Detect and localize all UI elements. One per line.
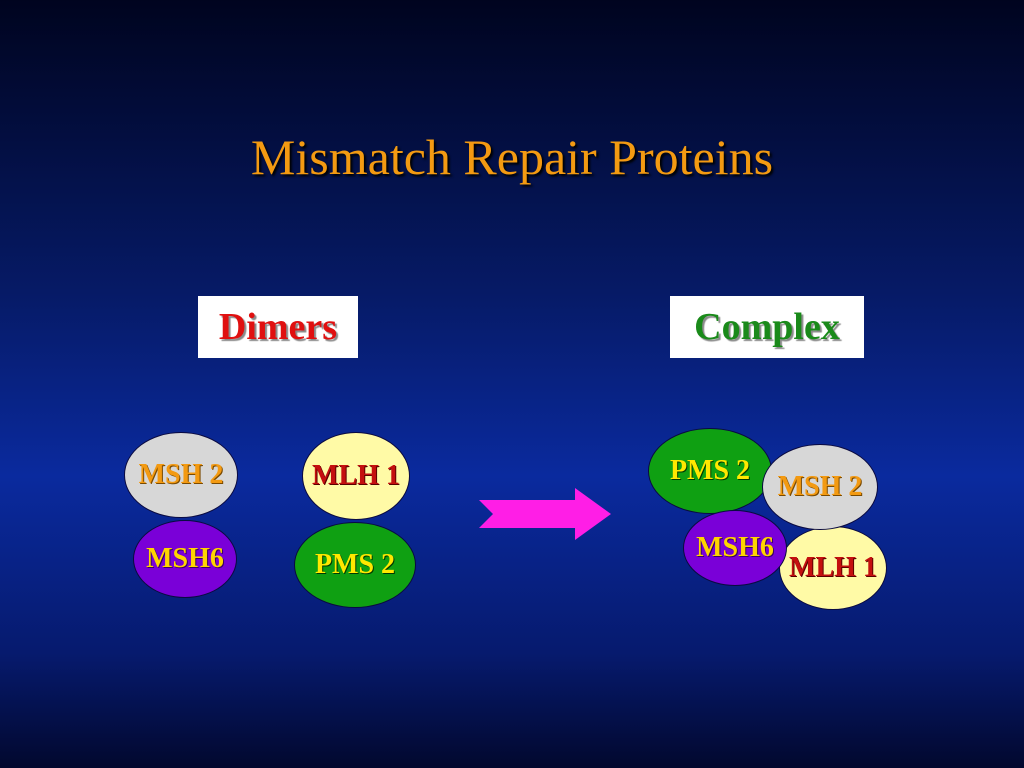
right-arrow-icon (479, 488, 611, 540)
complex-label: Complex (670, 296, 864, 358)
dimer-msh2-protein: MSH 2 (124, 432, 238, 518)
complex-msh2-protein: MSH 2 (762, 444, 878, 530)
transition-arrow (479, 488, 611, 540)
dimer-mlh1-protein: MLH 1 (302, 432, 410, 520)
complex-msh6-protein: MSH6 (683, 510, 787, 586)
complex-mlh1-protein: MLH 1 (779, 526, 887, 610)
dimers-label: Dimers (198, 296, 358, 358)
dimer-msh6-protein: MSH6 (133, 520, 237, 598)
dimer-pms2-protein: PMS 2 (294, 522, 416, 608)
complex-pms2-protein: PMS 2 (648, 428, 772, 514)
slide-title: Mismatch Repair Proteins (250, 129, 774, 185)
